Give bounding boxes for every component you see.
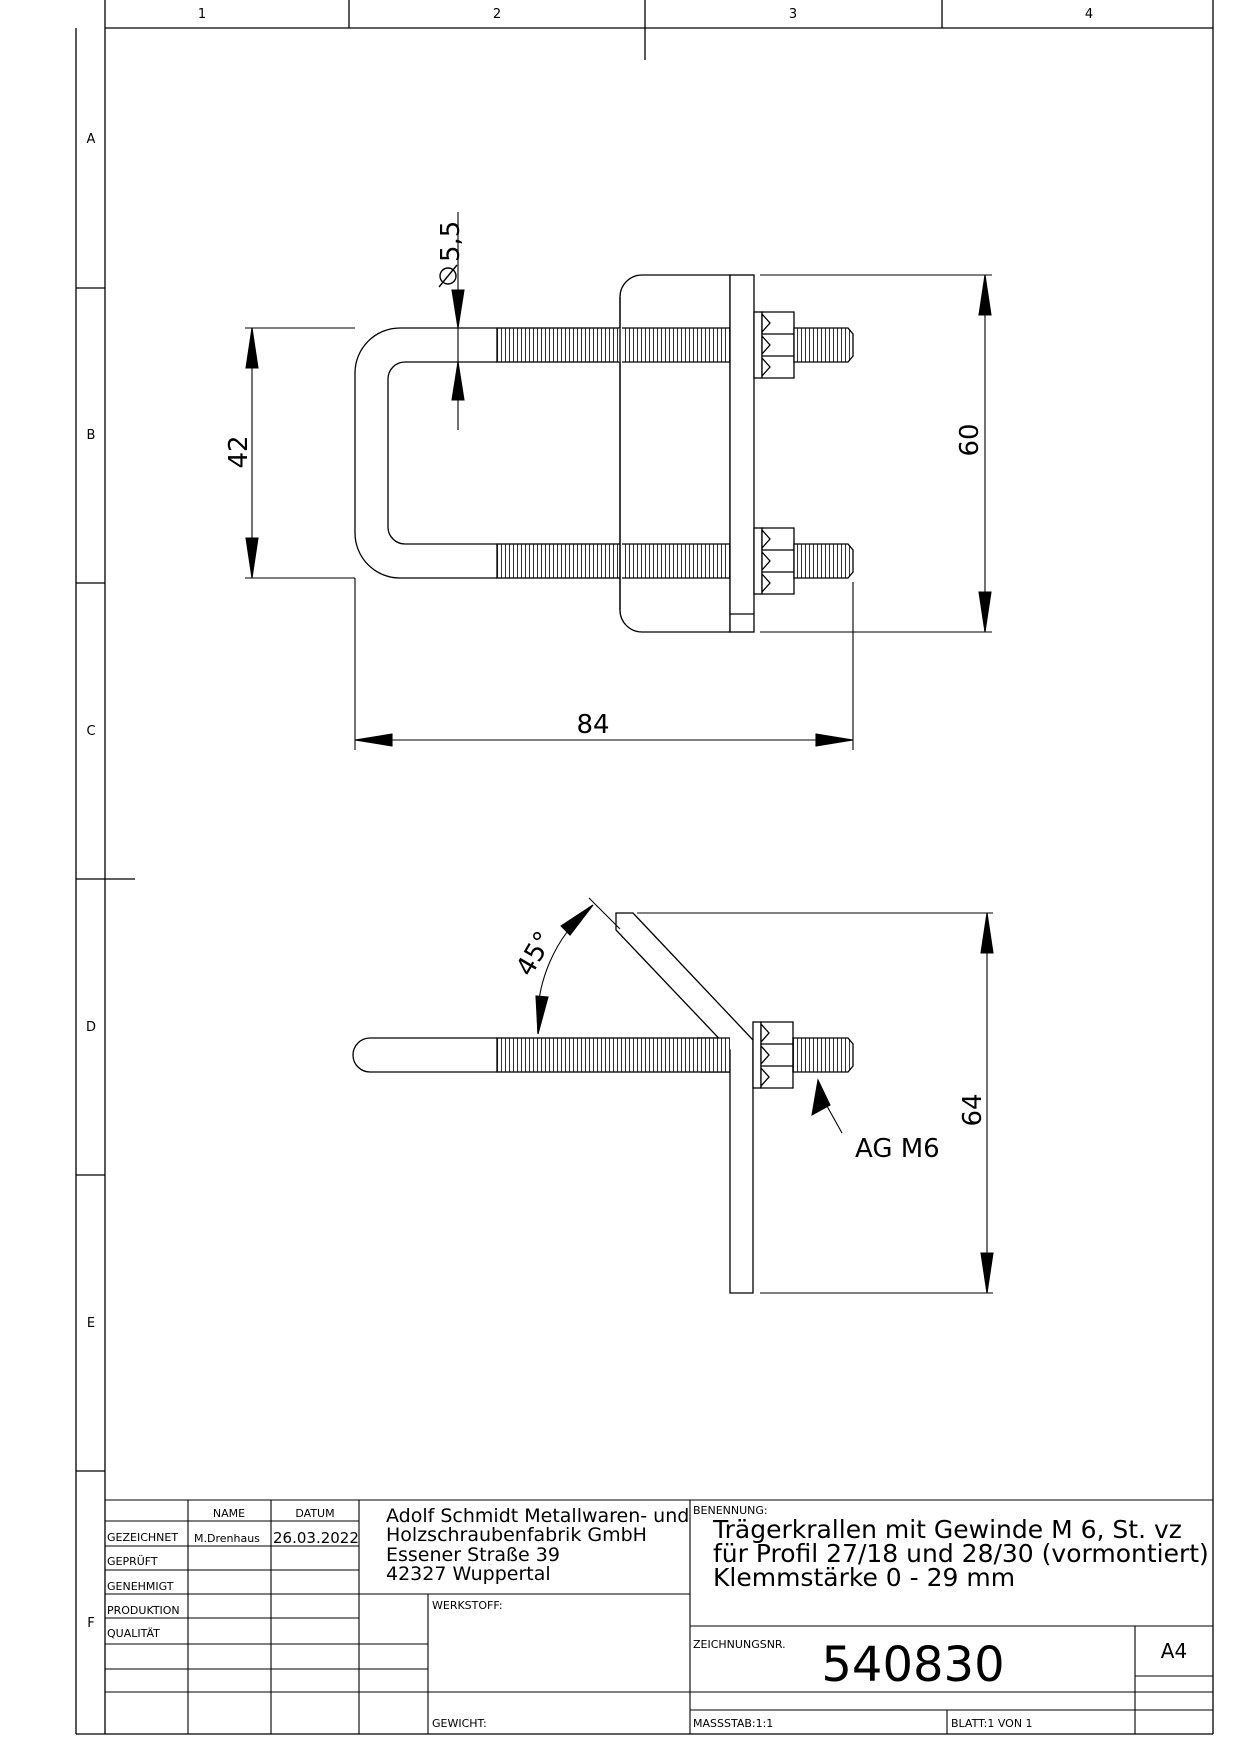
- row-label-gezeichnet: GEZEICHNET: [107, 1531, 178, 1544]
- column-marker-1: 1: [198, 7, 206, 22]
- row-marker-d: D: [86, 1020, 96, 1035]
- row-marker-b: B: [87, 428, 96, 443]
- approval-table: NAME DATUM GEZEICHNET M.Drenhaus 26.03.2…: [107, 1507, 359, 1640]
- nut-lower: [761, 527, 795, 595]
- u-bend-outer: [354, 327, 497, 579]
- zeichnungsnr-label: ZEICHNUNGSNR.: [693, 1638, 786, 1651]
- company-line-2: Holzschraubenfabrik GmbH: [386, 1524, 647, 1546]
- title-line-2: für Profil 27/18 und 28/30 (vormontiert): [713, 1539, 1209, 1568]
- row-label-geprueft: GEPRÜFT: [107, 1555, 158, 1568]
- rod-end: [352, 1037, 497, 1073]
- scale-label: MASSSTAB:1:1: [693, 1717, 773, 1730]
- dimension-side-height: 64: [958, 1093, 988, 1126]
- nut-upper: [761, 311, 795, 379]
- drawing-frame: [75, 0, 1214, 1735]
- bolt-end-side: [792, 1037, 854, 1073]
- dimension-hole-diameter: 5,5: [436, 221, 466, 262]
- sheet-size: A4: [1161, 1639, 1187, 1663]
- dimension-angle: 45°: [511, 927, 560, 982]
- row-label-produktion: PRODUKTION: [107, 1604, 180, 1617]
- side-view-u-bolt: [352, 912, 854, 1294]
- drawing-number: 540830: [821, 1637, 1004, 1693]
- company-address: Adolf Schmidt Metallwaren- und Holzschra…: [386, 1505, 689, 1585]
- drawing-title: BENENNUNG: Trägerkrallen mit Gewinde M 6…: [693, 1504, 1209, 1592]
- company-line-3: Essener Straße 39: [386, 1544, 560, 1566]
- dimension-total-length: 84: [576, 710, 609, 740]
- row-marker-f: F: [87, 1616, 94, 1631]
- washer-side: [752, 1021, 762, 1089]
- washer-upper: [753, 311, 763, 379]
- nut-side: [760, 1021, 794, 1089]
- u-bend-inner: [387, 361, 497, 545]
- title-line-1: Trägerkrallen mit Gewinde M 6, St. vz: [712, 1515, 1182, 1544]
- row-marker-c: C: [86, 724, 95, 739]
- bolt-end-lower: [793, 543, 854, 579]
- row-label-qualitaet: QUALITÄT: [107, 1627, 160, 1640]
- dimension-lines-side: [535, 897, 994, 1294]
- row-date-gezeichnet: 26.03.2022: [273, 1529, 359, 1547]
- sheet-label: BLATT:1 VON 1: [951, 1717, 1033, 1730]
- row-name-gezeichnet: M.Drenhaus: [194, 1532, 260, 1545]
- werkstoff-label: WERKSTOFF:: [432, 1599, 503, 1612]
- plate-edge: [729, 274, 755, 633]
- row-label-genehmigt: GENEHMIGT: [107, 1580, 174, 1593]
- washer-lower: [753, 527, 763, 595]
- column-marker-2: 2: [493, 7, 501, 22]
- row-marker-e: E: [87, 1316, 95, 1331]
- claw-plate: [615, 912, 754, 1294]
- thread-side: [496, 1037, 731, 1073]
- row-marker-a: A: [87, 132, 96, 147]
- column-marker-4: 4: [1085, 7, 1093, 22]
- dimension-u-width: 42: [224, 435, 254, 468]
- bolt-end-upper: [793, 327, 854, 363]
- title-block-lines: [105, 1499, 1213, 1734]
- company-line-1: Adolf Schmidt Metallwaren- und: [386, 1505, 689, 1527]
- header-name: NAME: [213, 1507, 245, 1520]
- company-line-4: 42327 Wuppertal: [386, 1563, 551, 1585]
- gewicht-label: GEWICHT:: [432, 1717, 487, 1730]
- top-view-u-bolt: [354, 274, 854, 633]
- zone-markers: 1 2 3 4 A B C D E F: [86, 7, 1093, 1631]
- title-line-3: Klemmstärke 0 - 29 mm: [713, 1563, 1015, 1592]
- header-date: DATUM: [295, 1507, 334, 1520]
- dimension-lines-top: [245, 212, 992, 750]
- thread-callout: AG M6: [855, 1134, 940, 1164]
- dimension-plate-height: 60: [955, 423, 985, 456]
- column-marker-3: 3: [789, 7, 797, 22]
- benennung-label: BENENNUNG:: [693, 1504, 768, 1517]
